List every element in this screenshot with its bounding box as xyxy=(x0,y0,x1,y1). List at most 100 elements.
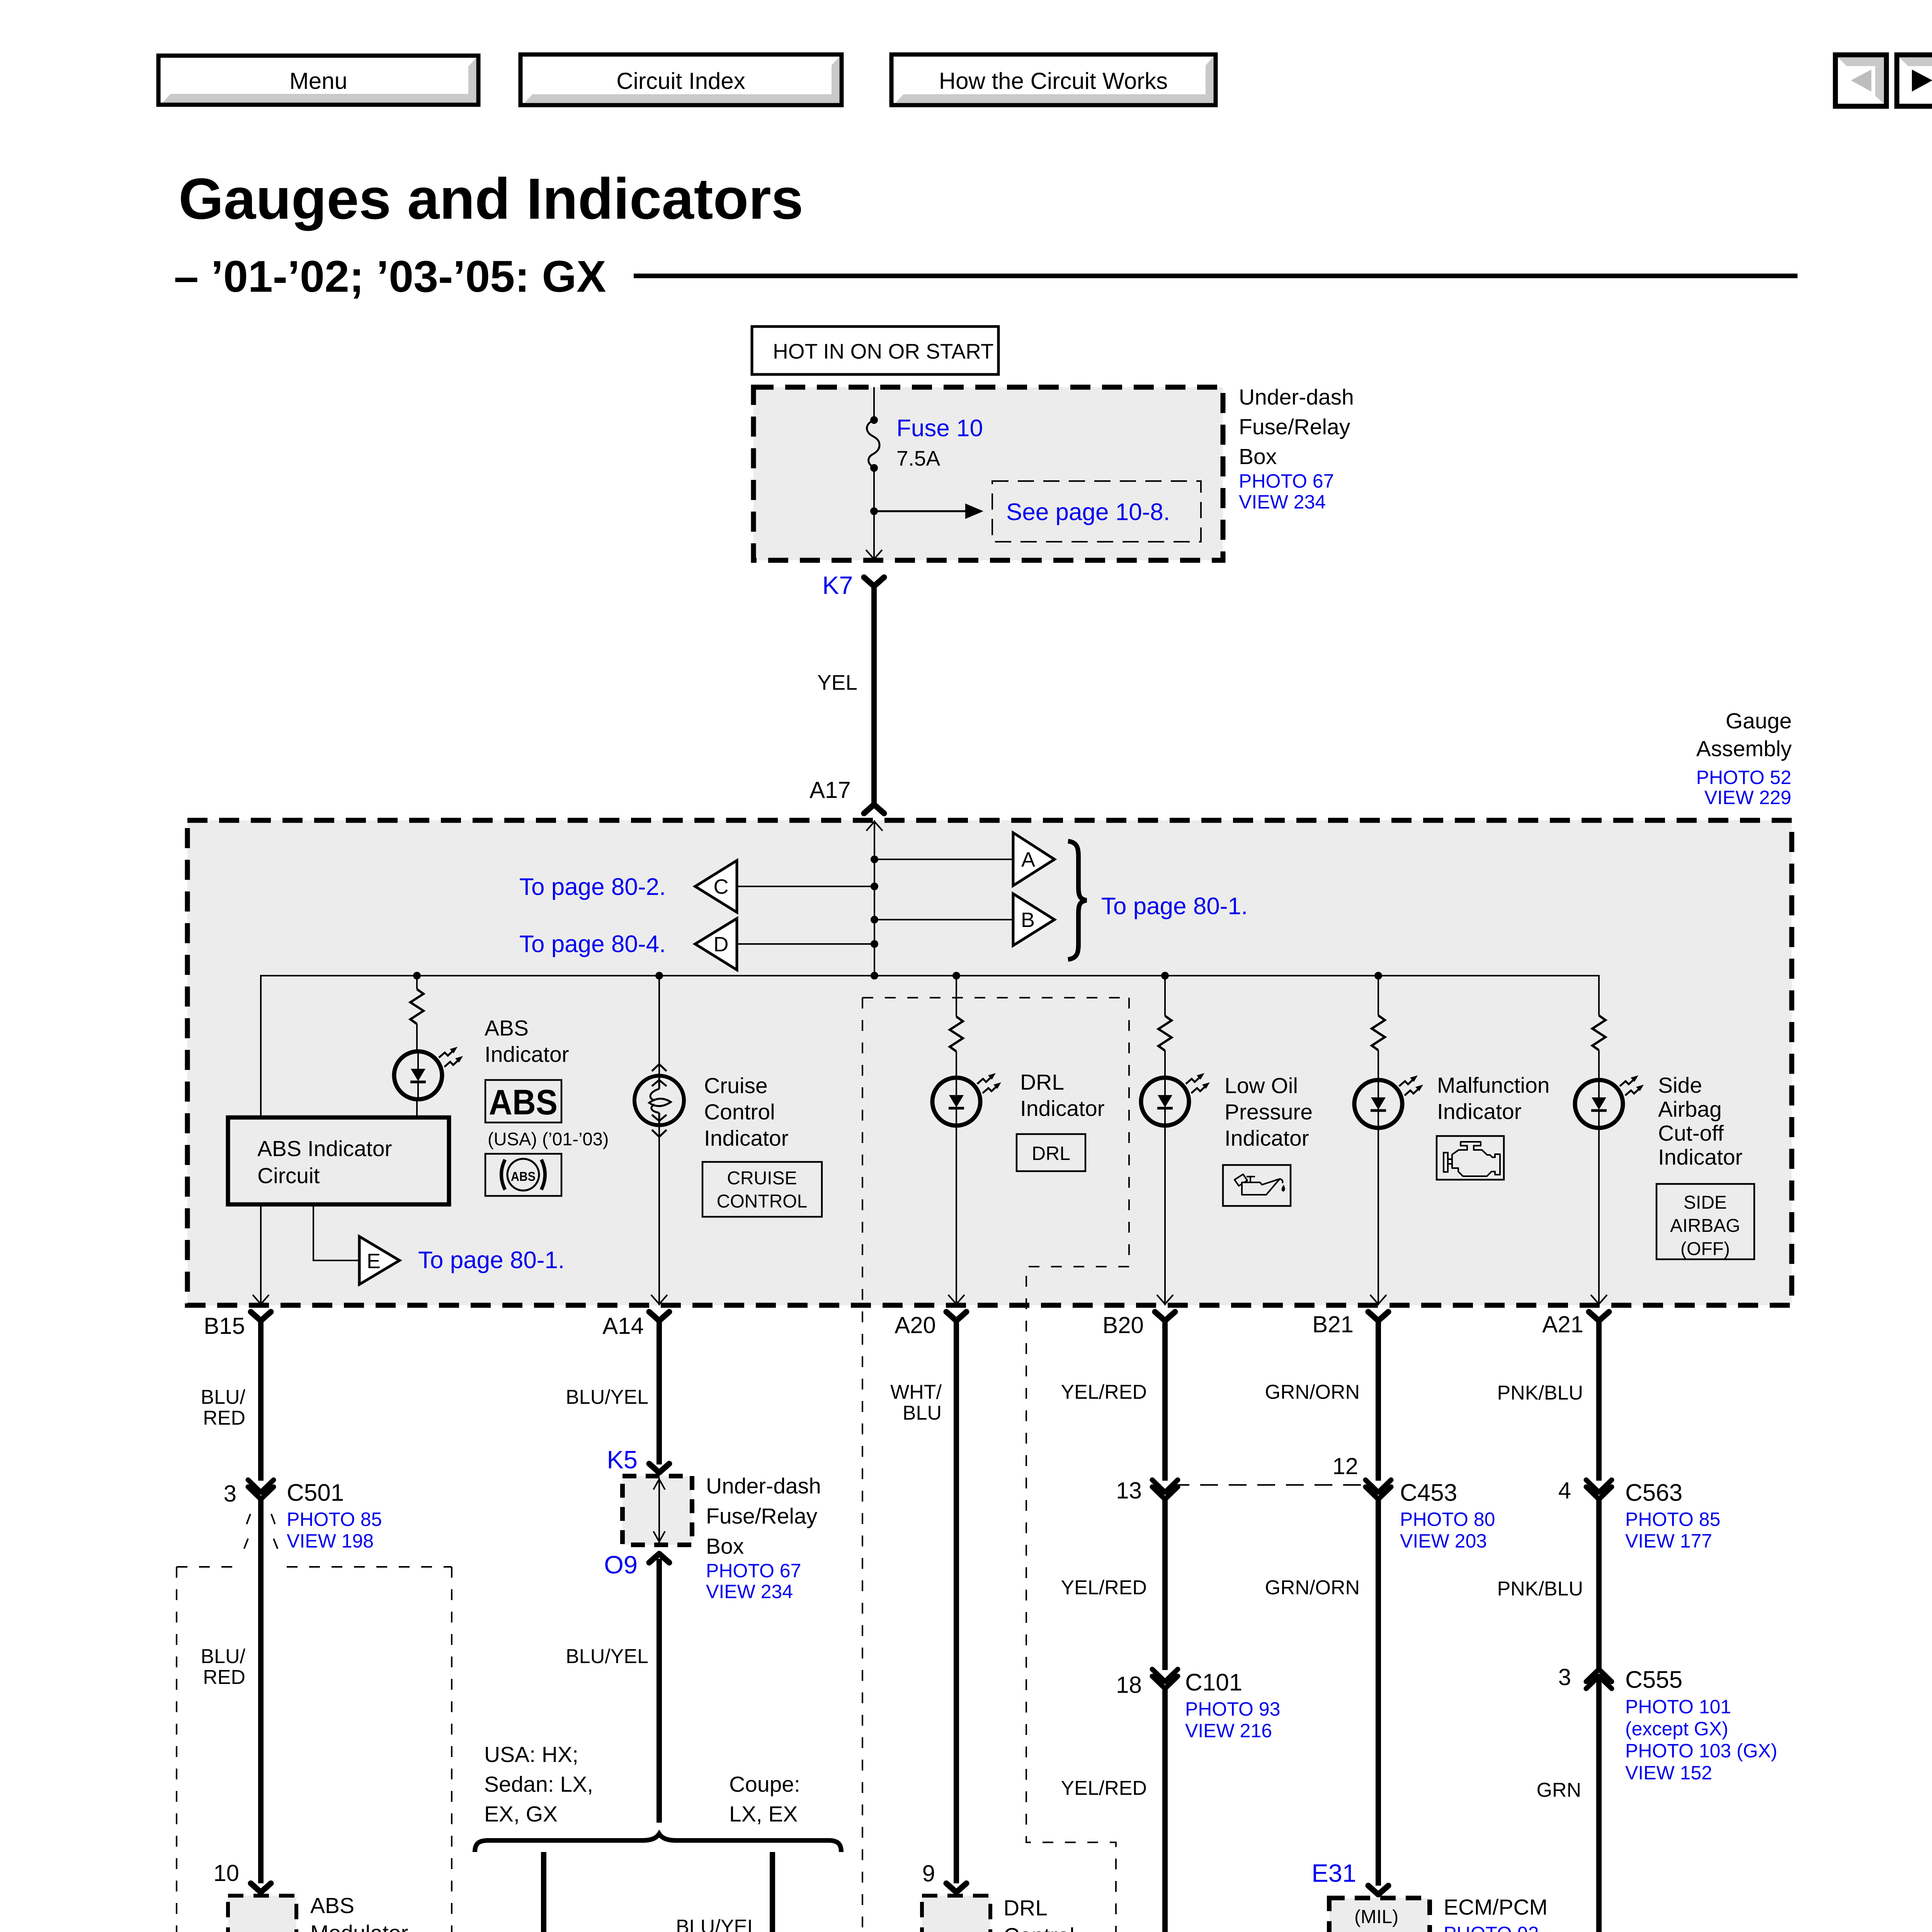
svg-text:Circuit Index: Circuit Index xyxy=(616,68,745,94)
svg-text:4: 4 xyxy=(1558,1478,1571,1503)
svg-text:ABS: ABS xyxy=(511,1169,536,1184)
svg-text:See page 10-8.: See page 10-8. xyxy=(1006,499,1170,526)
svg-text:– ’01-’02; ’03-’05: GX: – ’01-’02; ’03-’05: GX xyxy=(174,252,606,301)
svg-text:YEL/RED: YEL/RED xyxy=(1061,1577,1147,1599)
svg-text:B20: B20 xyxy=(1102,1312,1144,1338)
svg-text:Low Oil: Low Oil xyxy=(1225,1073,1298,1098)
svg-text:10: 10 xyxy=(213,1860,239,1886)
svg-text:VIEW 234: VIEW 234 xyxy=(706,1581,793,1602)
svg-text:To page 80-2.: To page 80-2. xyxy=(519,874,666,900)
svg-text:Malfunction: Malfunction xyxy=(1437,1073,1550,1098)
svg-text:PHOTO 85: PHOTO 85 xyxy=(1625,1509,1720,1530)
svg-text:Indicator: Indicator xyxy=(704,1126,789,1151)
svg-text:B21: B21 xyxy=(1312,1311,1354,1337)
svg-text:Assembly: Assembly xyxy=(1696,736,1792,761)
svg-text:ABS: ABS xyxy=(310,1893,354,1918)
svg-text:DRL: DRL xyxy=(1032,1143,1070,1164)
svg-text:VIEW 152: VIEW 152 xyxy=(1625,1762,1712,1784)
svg-text:Indicator: Indicator xyxy=(1658,1145,1743,1170)
svg-text:B: B xyxy=(1021,908,1035,932)
svg-text:Under-dash: Under-dash xyxy=(706,1474,821,1498)
svg-text:A17: A17 xyxy=(810,777,851,803)
svg-text:D: D xyxy=(714,933,729,956)
svg-text:PNK/BLU: PNK/BLU xyxy=(1497,1578,1583,1600)
svg-text:BLU/YEL: BLU/YEL xyxy=(566,1386,648,1408)
svg-text:Control: Control xyxy=(704,1100,775,1124)
svg-text:A21: A21 xyxy=(1542,1311,1583,1337)
svg-text:C555: C555 xyxy=(1625,1667,1682,1693)
svg-text:Box: Box xyxy=(1239,444,1277,469)
svg-text:CRUISE: CRUISE xyxy=(727,1168,797,1189)
svg-text:BLU/YEL: BLU/YEL xyxy=(566,1645,648,1668)
svg-text:Indicator: Indicator xyxy=(485,1042,569,1067)
svg-text:Indicator: Indicator xyxy=(1020,1096,1105,1121)
svg-text:ABS: ABS xyxy=(485,1016,529,1041)
svg-text:E31: E31 xyxy=(1311,1859,1356,1887)
svg-text:BLU/: BLU/ xyxy=(201,1386,245,1408)
svg-text:Circuit: Circuit xyxy=(257,1163,320,1188)
svg-text:ABS Indicator: ABS Indicator xyxy=(257,1136,392,1161)
svg-text:USA: HX;: USA: HX; xyxy=(484,1742,578,1767)
svg-text:GRN/ORN: GRN/ORN xyxy=(1265,1577,1360,1599)
svg-text:A: A xyxy=(1021,848,1035,871)
svg-text:A14: A14 xyxy=(602,1313,644,1339)
svg-text:ECM/PCM: ECM/PCM xyxy=(1444,1895,1548,1920)
svg-text:GRN/ORN: GRN/ORN xyxy=(1265,1381,1360,1403)
svg-text:VIEW 198: VIEW 198 xyxy=(287,1530,374,1552)
svg-text:Airbag: Airbag xyxy=(1658,1097,1722,1122)
svg-text:PHOTO 93: PHOTO 93 xyxy=(1185,1698,1280,1720)
svg-text:HOT IN ON OR START: HOT IN ON OR START xyxy=(773,339,993,363)
svg-text:C101: C101 xyxy=(1185,1669,1242,1696)
svg-text:C453: C453 xyxy=(1400,1480,1457,1506)
svg-text:13: 13 xyxy=(1116,1478,1142,1503)
svg-text:9: 9 xyxy=(922,1861,935,1886)
svg-text:LX, EX: LX, EX xyxy=(729,1802,798,1827)
svg-text:BLU/: BLU/ xyxy=(201,1645,245,1668)
svg-text:Gauge: Gauge xyxy=(1726,709,1792,733)
svg-text:Fuse/Relay: Fuse/Relay xyxy=(1239,415,1350,439)
svg-text:C501: C501 xyxy=(287,1480,344,1506)
svg-text:Menu: Menu xyxy=(289,68,347,94)
svg-text:Box: Box xyxy=(706,1534,744,1559)
svg-text:C: C xyxy=(714,875,729,898)
svg-text:VIEW 229: VIEW 229 xyxy=(1704,787,1791,808)
svg-text:7.5A: 7.5A xyxy=(896,446,940,470)
svg-text:PHOTO 101: PHOTO 101 xyxy=(1625,1696,1731,1718)
svg-text:Cut-off: Cut-off xyxy=(1658,1121,1724,1146)
svg-text:YEL/RED: YEL/RED xyxy=(1061,1777,1147,1799)
svg-text:PHOTO 103 (GX): PHOTO 103 (GX) xyxy=(1625,1740,1777,1762)
svg-text:DRL: DRL xyxy=(1020,1070,1064,1095)
svg-text:VIEW 203: VIEW 203 xyxy=(1400,1530,1487,1552)
svg-text:12: 12 xyxy=(1332,1453,1358,1479)
svg-text:PHOTO 52: PHOTO 52 xyxy=(1696,767,1791,788)
svg-text:Fuse/Relay: Fuse/Relay xyxy=(706,1504,818,1529)
svg-text:ABS: ABS xyxy=(489,1083,558,1122)
svg-text:AIRBAG: AIRBAG xyxy=(1670,1216,1740,1236)
svg-text:CONTROL: CONTROL xyxy=(717,1191,808,1212)
svg-text:C563: C563 xyxy=(1625,1480,1682,1506)
svg-text:PHOTO 67: PHOTO 67 xyxy=(706,1560,801,1582)
svg-text:PHOTO 80: PHOTO 80 xyxy=(1400,1509,1495,1530)
svg-text:Pressure: Pressure xyxy=(1225,1100,1313,1124)
svg-text:SIDE: SIDE xyxy=(1684,1192,1727,1213)
svg-text:RED: RED xyxy=(203,1407,245,1429)
svg-text:K7: K7 xyxy=(822,571,853,599)
svg-text:Modulator-: Modulator- xyxy=(310,1921,415,1932)
svg-text:VIEW 234: VIEW 234 xyxy=(1239,491,1326,513)
svg-text:GRN: GRN xyxy=(1536,1779,1581,1801)
svg-text:VIEW 177: VIEW 177 xyxy=(1625,1530,1712,1552)
svg-text:18: 18 xyxy=(1116,1672,1142,1698)
svg-text:Gauges and Indicators: Gauges and Indicators xyxy=(179,166,803,231)
svg-text:E: E xyxy=(367,1250,381,1273)
svg-text:To page 80-1.: To page 80-1. xyxy=(418,1247,565,1274)
svg-text:How the Circuit Works: How the Circuit Works xyxy=(939,68,1168,94)
svg-text:Fuse 10: Fuse 10 xyxy=(896,415,983,442)
svg-text:WHT/: WHT/ xyxy=(890,1381,942,1403)
svg-text:MIL: MIL xyxy=(1341,1931,1378,1932)
svg-text:BLU: BLU xyxy=(903,1402,942,1424)
svg-text:BLU/YEL: BLU/YEL xyxy=(676,1916,759,1932)
svg-text:PHOTO 92: PHOTO 92 xyxy=(1444,1923,1539,1932)
svg-text:B15: B15 xyxy=(204,1313,245,1339)
svg-text:To page 80-4.: To page 80-4. xyxy=(519,931,666,957)
svg-text:DRL: DRL xyxy=(1003,1896,1048,1920)
